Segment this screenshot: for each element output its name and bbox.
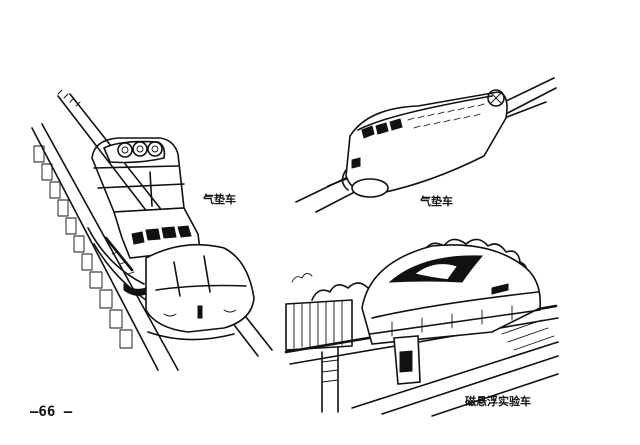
streamlined-hovercraft-vehicle	[341, 89, 508, 198]
caption-maglev: 磁悬浮实验车	[465, 395, 531, 408]
caption-hovercraft-right: 气垫车	[420, 195, 453, 208]
page-number: —66 —	[30, 404, 73, 420]
maglev-vehicle	[361, 244, 542, 385]
track-support-blocks	[33, 145, 133, 349]
hovercraft-vehicle	[87, 137, 255, 341]
streamlined-hovercraft-train-illustration	[295, 77, 557, 213]
maglev-test-vehicle-illustration	[284, 238, 559, 417]
hovercraft-train-illustration	[31, 89, 273, 371]
caption-hovercraft-left: 气垫车	[203, 193, 236, 206]
